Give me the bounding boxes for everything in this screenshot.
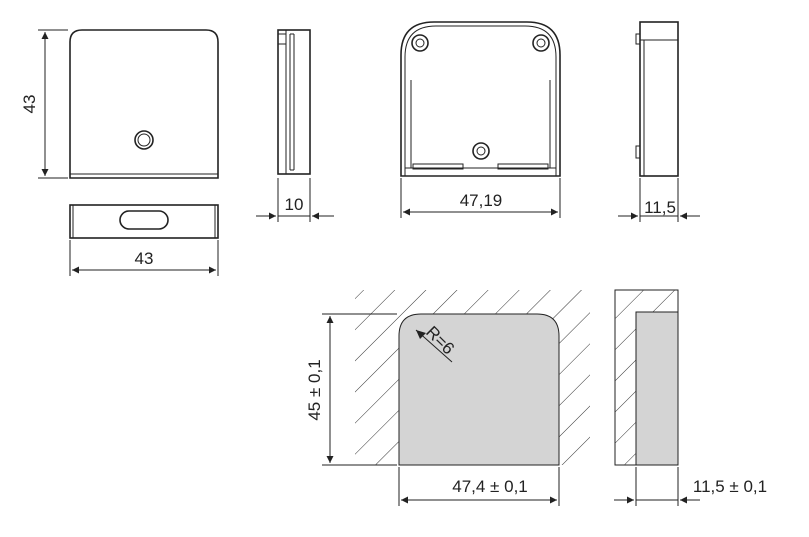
dim-cutout-height-label: 45 ± 0,1 (305, 359, 324, 420)
dim-cutout-width: 47,4 ± 0,1 (398, 467, 560, 506)
front-view (69, 29, 219, 179)
dim-front-height-label: 43 (20, 95, 39, 114)
dim-back-width-label: 47,19 (460, 191, 503, 210)
dim-front-width-label: 43 (135, 249, 154, 268)
dim-front-width: 43 (69, 240, 219, 276)
dim-back-width: 47,19 (400, 178, 561, 218)
cutout-side-view (614, 289, 679, 466)
dim-right-side-depth-label: 11,5 (644, 198, 676, 217)
dim-side-depth: 10 (256, 178, 334, 222)
bottom-view (69, 204, 219, 239)
dim-front-height: 43 (20, 29, 68, 179)
dim-side-depth-label: 10 (285, 195, 304, 214)
dim-cutout-depth: 11,5 ± 0,1 (614, 467, 767, 506)
dim-cutout-width-label: 47,4 ± 0,1 (452, 477, 528, 496)
side-view (277, 29, 311, 175)
back-view (400, 21, 561, 177)
dim-right-side-depth: 11,5 (618, 178, 700, 222)
right-side-view (635, 21, 679, 177)
dim-cutout-depth-label: 11,5 ± 0,1 (693, 477, 767, 496)
cutout-front-view: R=6 (355, 290, 590, 466)
dim-cutout-height: 45 ± 0,1 (305, 313, 397, 466)
